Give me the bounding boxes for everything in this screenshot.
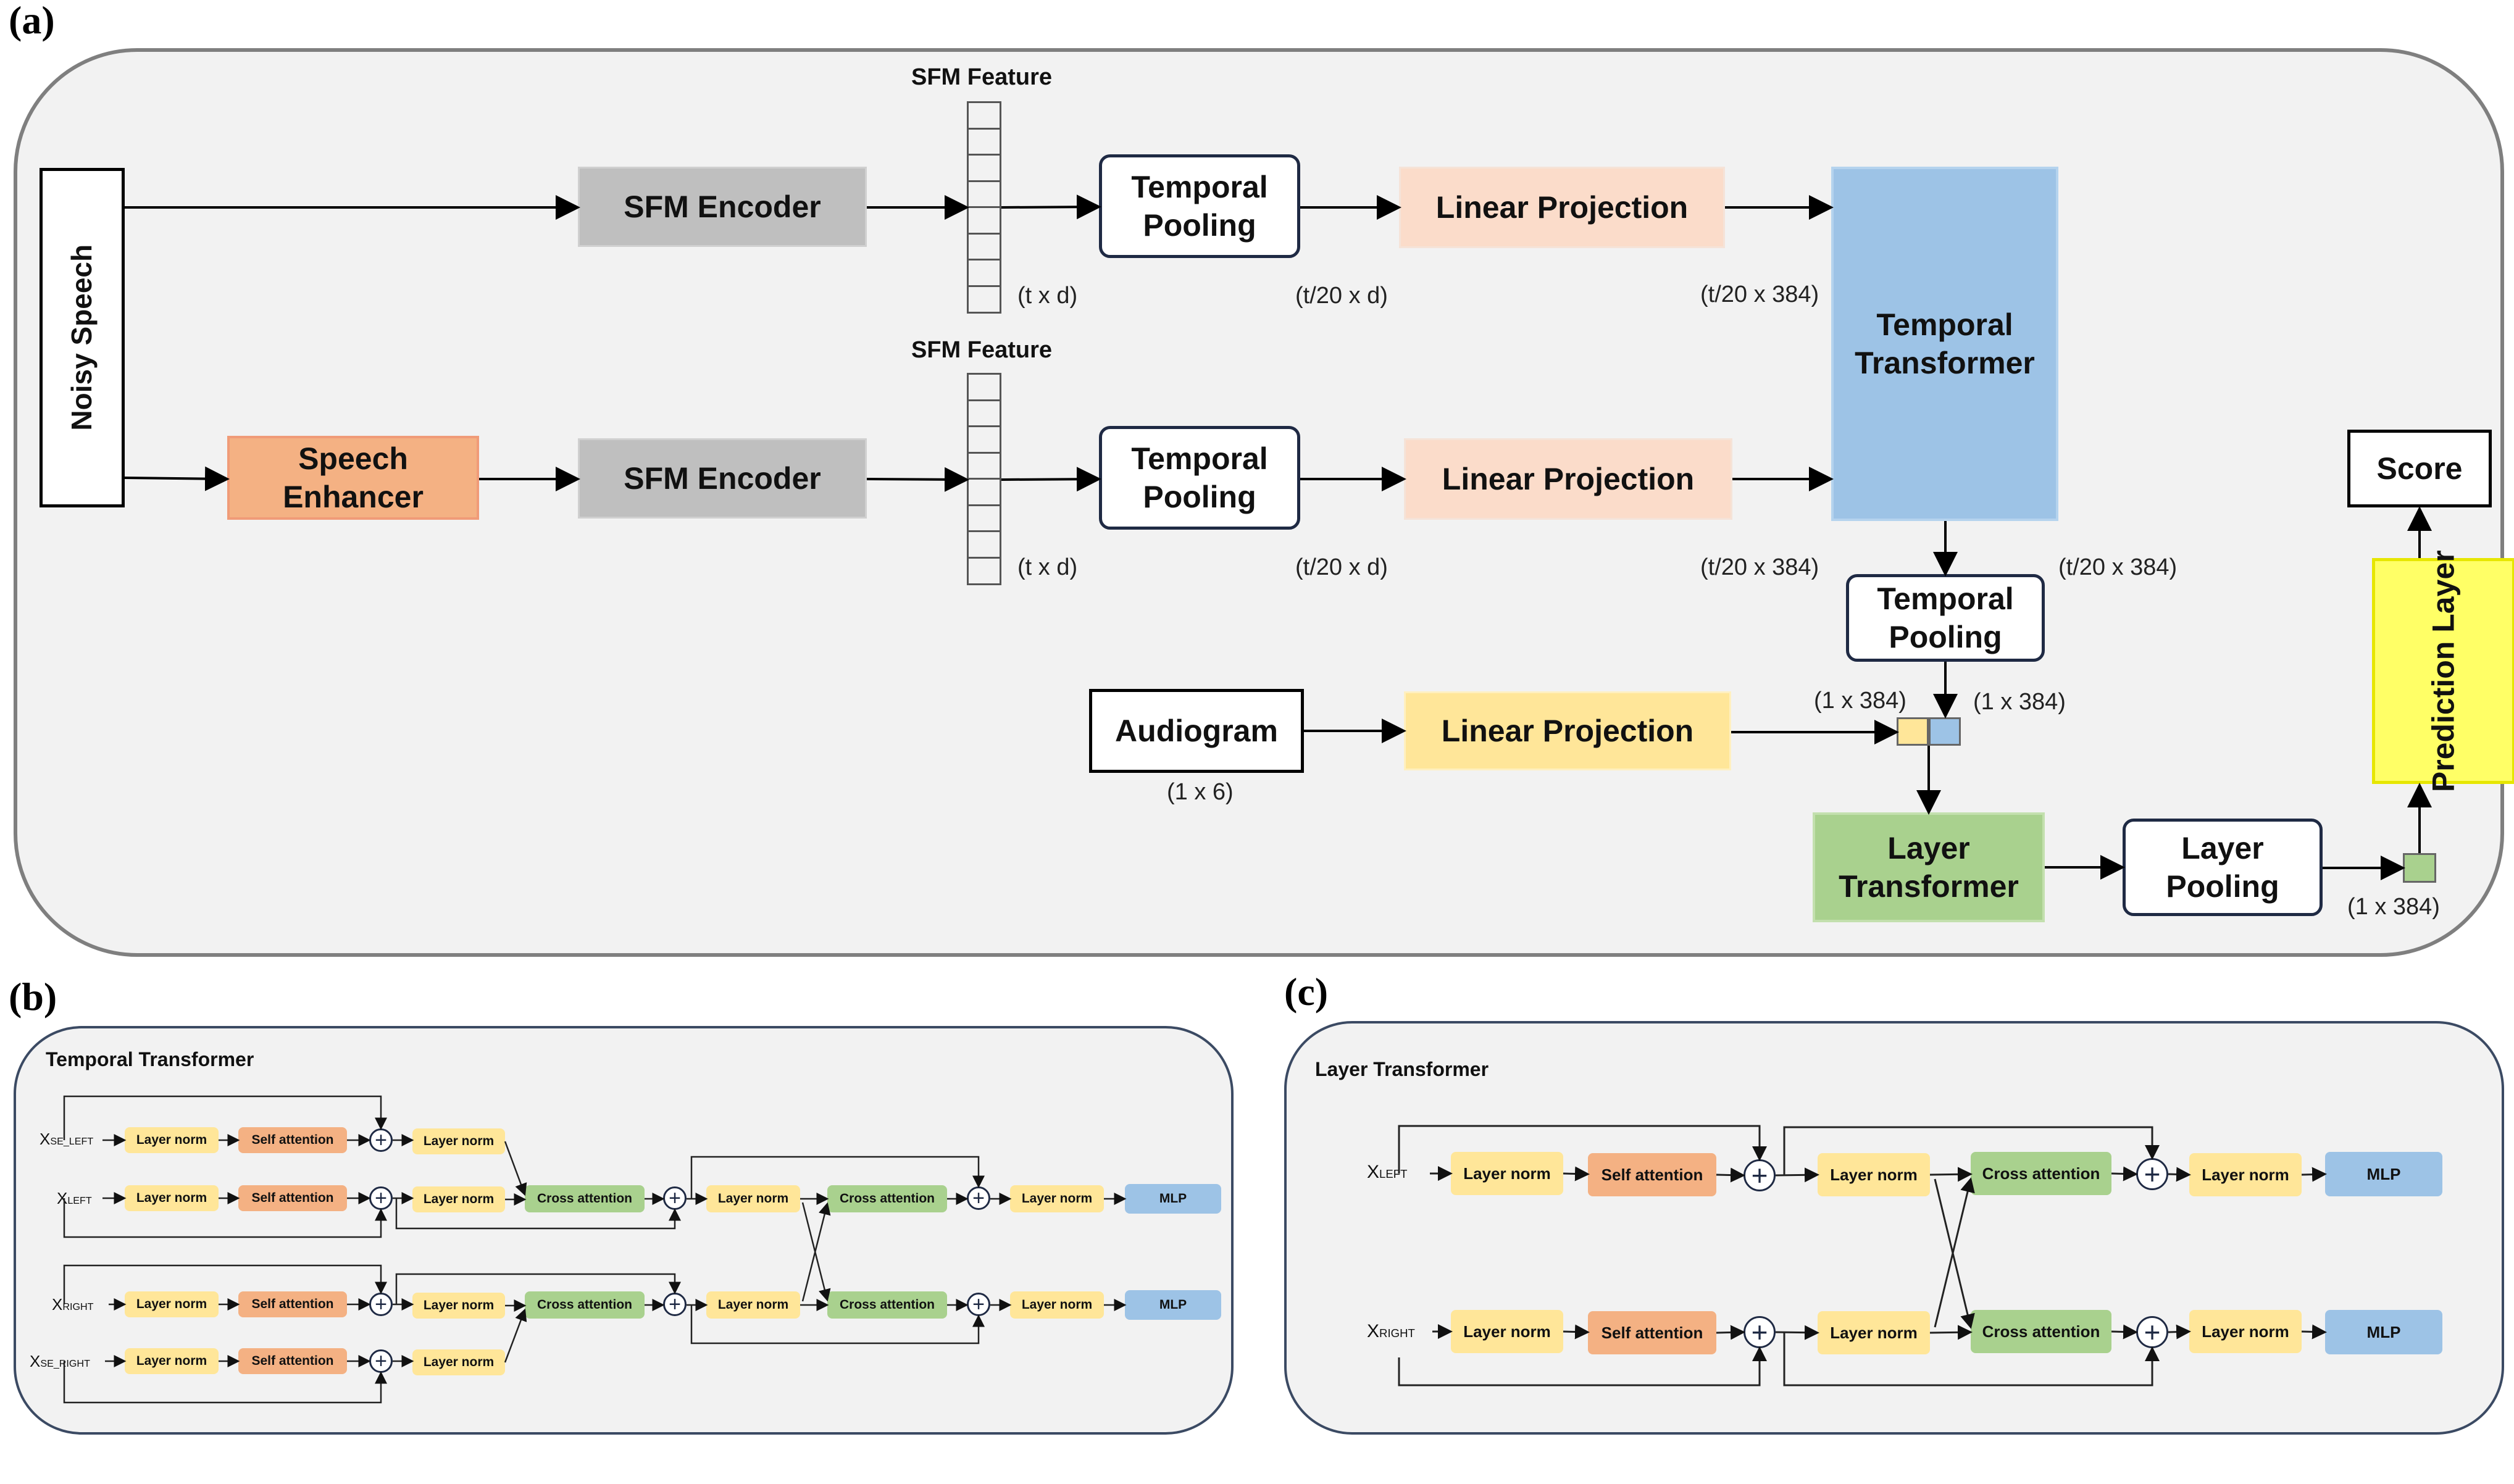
b-add3-left: + <box>967 1186 990 1210</box>
input-xse-right: XSE_RIGHT <box>30 1352 90 1370</box>
sfm-feature-top-label: SFM Feature <box>911 64 1053 90</box>
layer-pooling-box: Layer Pooling <box>2123 819 2323 916</box>
input-xright: XRIGHT <box>52 1295 94 1314</box>
b-cross-attention-right: Cross attention <box>525 1291 645 1319</box>
arrow-feature-bottom-to-pool <box>1001 467 1101 492</box>
b-layer-norm-r4: Layer norm <box>125 1348 219 1374</box>
b-self-attention-r2: Self attention <box>238 1185 347 1211</box>
c-input-xleft: XLEFT <box>1367 1162 1408 1182</box>
panel-c <box>1284 1021 2504 1435</box>
b-self-attention-r4: Self attention <box>238 1348 347 1374</box>
temporal-pooling-after: Temporal Pooling <box>1846 574 2045 662</box>
panel-label-a: (a) <box>9 0 55 42</box>
b-layer-norm-r2: Layer norm <box>125 1185 219 1211</box>
dim-t20-384-bottom-right: (t/20 x 384) <box>2058 554 2178 580</box>
prediction-layer-box: Prediction Layer <box>2372 550 2514 792</box>
c-layer-norm-left: Layer norm <box>1451 1152 1563 1195</box>
concat-audiogram-square <box>1897 717 1929 746</box>
c-mlp-right: MLP <box>2325 1310 2442 1354</box>
b-layer-norm4-left: Layer norm <box>1010 1185 1104 1212</box>
b-cross-attention-left: Cross attention <box>525 1185 645 1212</box>
dim-txd-top: (t x d) <box>1017 283 1078 309</box>
dim-t20-384-bottom-left: (t/20 x 384) <box>1700 554 1819 580</box>
b-layer-norm2-r3: Layer norm <box>412 1293 505 1319</box>
speech-enhancer-box: Speech Enhancer <box>227 436 479 520</box>
layer-transformer-title: Layer Transformer <box>1315 1058 1489 1080</box>
linear-projection-bottom: Linear Projection <box>1404 438 1732 520</box>
b-layer-norm-r1: Layer norm <box>125 1127 219 1153</box>
linear-projection-audiogram: Linear Projection <box>1404 691 1731 770</box>
b-layer-norm2-r4: Layer norm <box>412 1349 505 1375</box>
sfm-feature-bottom-stack <box>967 373 1001 585</box>
temporal-pooling-bottom: Temporal Pooling <box>1099 426 1300 530</box>
sfm-encoder-top: SFM Encoder <box>578 167 867 247</box>
dim-t20d-bottom: (t/20 x d) <box>1295 554 1388 580</box>
b-layer-norm2-r1: Layer norm <box>412 1128 505 1154</box>
panel-label-c: (c) <box>1284 970 1329 1014</box>
b-layer-norm2-r2: Layer norm <box>412 1186 505 1212</box>
b-add-r3: + <box>369 1293 393 1316</box>
sfm-feature-bottom-label: SFM Feature <box>911 337 1053 363</box>
c-layer-norm3-left: Layer norm <box>2189 1153 2302 1196</box>
c-layer-norm2-left: Layer norm <box>1818 1153 1930 1196</box>
b-mlp-left: MLP <box>1125 1184 1221 1214</box>
dim-t20d-top: (t/20 x d) <box>1295 283 1388 309</box>
input-xse-left: XSE_LEFT <box>40 1130 94 1148</box>
noisy-speech-box: Noisy Speech <box>40 168 125 507</box>
concat-temporal-square <box>1929 717 1961 746</box>
temporal-transformer-title: Temporal Transformer <box>46 1048 254 1070</box>
audiogram-box: Audiogram <box>1089 689 1304 773</box>
c-cross-attention-right: Cross attention <box>1971 1310 2111 1353</box>
temporal-transformer-box: Temporal Transformer <box>1831 167 2058 521</box>
dim-1-6: (1 x 6) <box>1167 779 1234 805</box>
c-cross-attention-left: Cross attention <box>1971 1152 2111 1195</box>
b-cross-attention2-left: Cross attention <box>827 1185 947 1212</box>
linear-projection-top: Linear Projection <box>1399 167 1725 248</box>
c-self-attention-right: Self attention <box>1588 1311 1716 1354</box>
c-input-xright: XRIGHT <box>1367 1321 1415 1341</box>
c-self-attention-left: Self attention <box>1588 1153 1716 1196</box>
dim-1-384-right: (1 x 384) <box>1973 689 2066 715</box>
score-box: Score <box>2347 430 2492 507</box>
sfm-encoder-bottom: SFM Encoder <box>578 438 867 519</box>
dim-1-384-out: (1 x 384) <box>2347 894 2440 920</box>
c-layer-norm-right: Layer norm <box>1451 1310 1563 1353</box>
b-add3-right: + <box>967 1293 990 1316</box>
dim-t20-384-top: (t/20 x 384) <box>1700 281 1819 307</box>
b-self-attention-r1: Self attention <box>238 1127 347 1153</box>
b-layer-norm3-left: Layer norm <box>706 1185 800 1212</box>
b-layer-norm-r3: Layer norm <box>125 1291 219 1317</box>
output-vector-square <box>2403 853 2436 883</box>
b-self-attention-r3: Self attention <box>238 1291 347 1317</box>
arrow-sfm-bottom-to-feature <box>866 467 969 492</box>
dim-1-384-left: (1 x 384) <box>1814 688 1906 714</box>
c-layer-norm3-right: Layer norm <box>2189 1310 2302 1353</box>
b-layer-norm4-right: Layer norm <box>1010 1291 1104 1319</box>
temporal-pooling-top: Temporal Pooling <box>1099 154 1300 258</box>
layer-transformer-box: Layer Transformer <box>1813 812 2045 922</box>
dim-txd-bottom: (t x d) <box>1017 554 1078 580</box>
b-layer-norm3-right: Layer norm <box>706 1291 800 1319</box>
c-layer-norm2-right: Layer norm <box>1818 1311 1930 1354</box>
arrow-noisy-to-enhancer <box>124 466 230 491</box>
b-mlp-right: MLP <box>1125 1290 1221 1320</box>
c-mlp-left: MLP <box>2325 1152 2442 1196</box>
panel-label-b: (b) <box>9 975 57 1019</box>
b-cross-attention2-right: Cross attention <box>827 1291 947 1319</box>
